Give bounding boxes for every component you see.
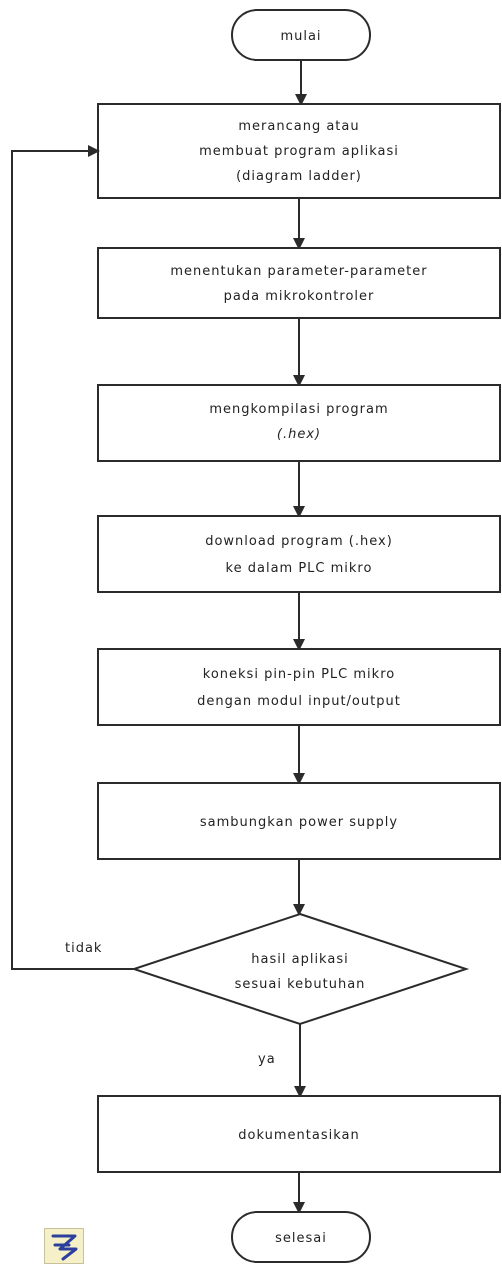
app-logo-icon [44, 1228, 84, 1264]
step1-line1: merancang atau [238, 119, 359, 134]
process-box-step5 [97, 648, 501, 726]
end-terminator [231, 1211, 371, 1263]
step5-line1: koneksi pin-pin PLC mikro [203, 667, 395, 682]
process-box-step4 [97, 515, 501, 593]
process-box-step3 [97, 384, 501, 462]
end-label: selesai [275, 1231, 327, 1246]
step2-line2: pada mikrokontroler [224, 289, 375, 304]
app-logo-glyph [51, 1234, 78, 1261]
step1-line3: (diagram ladder) [236, 169, 362, 184]
decision-line1: hasil aplikasi [251, 952, 348, 967]
step4-line2: ke dalam PLC mikro [226, 561, 373, 576]
step6-line1: sambungkan power supply [200, 815, 398, 830]
decision-diamond [130, 912, 470, 1026]
start-label: mulai [280, 29, 321, 44]
step1-line2: membuat program aplikasi [199, 144, 399, 159]
step5-line2: dengan modul input/output [197, 694, 401, 709]
process-box-step1 [97, 103, 501, 199]
step2-line1: menentukan parameter-parameter [170, 264, 427, 279]
process-box-step2 [97, 247, 501, 319]
step4-line1: download program (.hex) [205, 534, 393, 549]
edge-label-yes: ya [258, 1052, 276, 1067]
step3-line2: (.hex) [277, 427, 321, 442]
step7-line1: dokumentasikan [238, 1128, 359, 1143]
connector-decision-loop [11, 145, 134, 970]
edge-label-no: tidak [65, 941, 102, 956]
step3-line1: mengkompilasi program [209, 402, 388, 417]
decision-line2: sesuai kebutuhan [235, 977, 366, 992]
process-box-step7 [97, 1095, 501, 1173]
